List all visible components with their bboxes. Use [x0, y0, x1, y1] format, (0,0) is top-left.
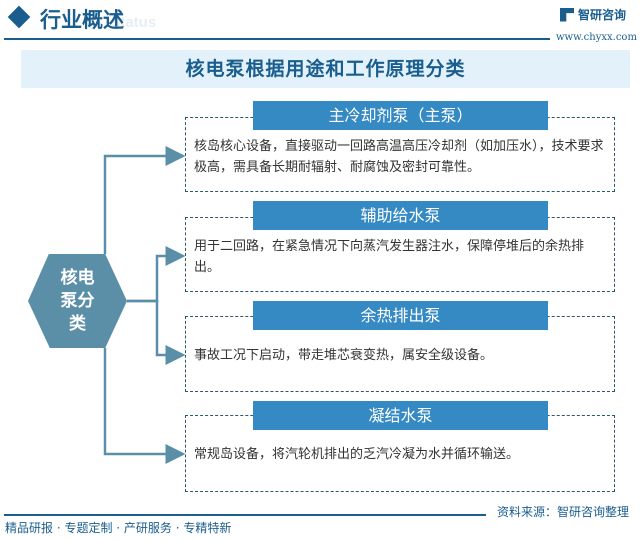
logo-name: 智研咨询 — [578, 8, 627, 22]
category-tag-3: 余热排出泵 — [253, 301, 548, 330]
category-tag-2: 辅助给水泵 — [253, 201, 548, 230]
source-note: 资料来源：智研咨询整理 — [497, 505, 630, 519]
category-tag-1: 主冷却剂泵（主泵） — [253, 101, 548, 130]
section-title: 行业概述 — [40, 8, 124, 32]
category-desc: 用于二回路，在紧急情况下向蒸汽发生器注水，保障停堆后的余热排出。 — [194, 239, 585, 275]
category-desc: 事故工况下启动，带走堆芯衰变热，属安全级设备。 — [194, 348, 494, 363]
category-tag-4: 凝结水泵 — [253, 401, 548, 430]
connector-1 — [103, 146, 186, 254]
category-desc: 核岛核心设备，直接驱动一回路高温高压冷却剂（如加压水），技术要求极高，需具备长期… — [194, 139, 604, 175]
connector-2 — [127, 246, 186, 303]
site-url: www.chyxx.com — [556, 32, 637, 43]
center-label: 核电泵分类 — [60, 267, 95, 334]
footer-slogan: 精品研报 · 专题定制 · 产研服务 · 专精特新 — [5, 521, 232, 535]
category-box-1: 核岛核心设备，直接驱动一回路高温高压冷却剂（如加压水），技术要求极高，需具备长期… — [185, 117, 615, 192]
center-hexagon: 核电泵分类 — [28, 254, 127, 348]
category-desc: 常规岛设备，将汽轮机排出的乏汽冷凝为水并循环输送。 — [194, 447, 520, 462]
header-divider — [4, 38, 550, 40]
footer-divider — [4, 514, 486, 516]
brand-logo: 智研咨询 — [560, 6, 626, 23]
connector-3 — [127, 299, 186, 365]
connector-4 — [103, 348, 186, 464]
watermark-text: status — [112, 14, 157, 31]
diagram-title: 核电泵根据用途和工作原理分类 — [21, 50, 630, 88]
